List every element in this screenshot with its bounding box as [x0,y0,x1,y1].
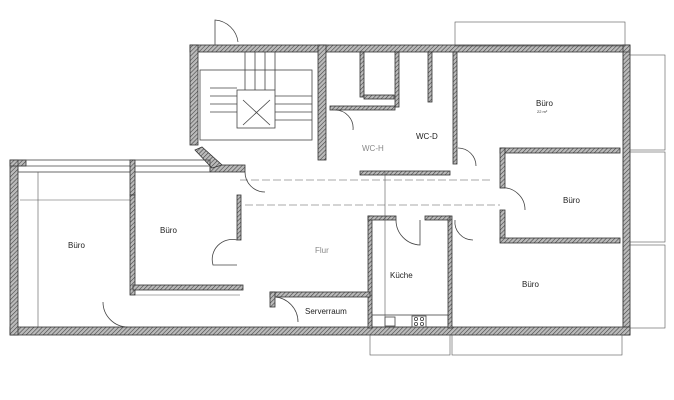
room-label-flur: Flur [315,246,329,255]
exterior-walls [9,44,631,336]
room-label-buero-mid: Büro [160,226,177,235]
doors [102,19,526,328]
room-label-buero-west: Büro [68,241,85,250]
staircase [199,52,313,141]
dimension-lines [20,21,666,356]
room-area-buero-ne: 22 m² [537,109,548,114]
room-label-buero-se: Büro [522,280,539,289]
room-labels: Büro Büro Flur Serverraum Küche WC-H WC-… [68,99,580,316]
kitchen-fixtures [371,314,449,328]
room-label-wc-d: WC-D [416,132,438,141]
room-label-buero-ne: Büro [536,99,553,108]
interior-walls [129,44,621,329]
room-label-buero-east: Büro [563,196,580,205]
room-label-wc-h: WC-H [362,144,384,153]
room-label-serverraum: Serverraum [305,307,347,316]
room-label-kueche: Küche [390,271,413,280]
